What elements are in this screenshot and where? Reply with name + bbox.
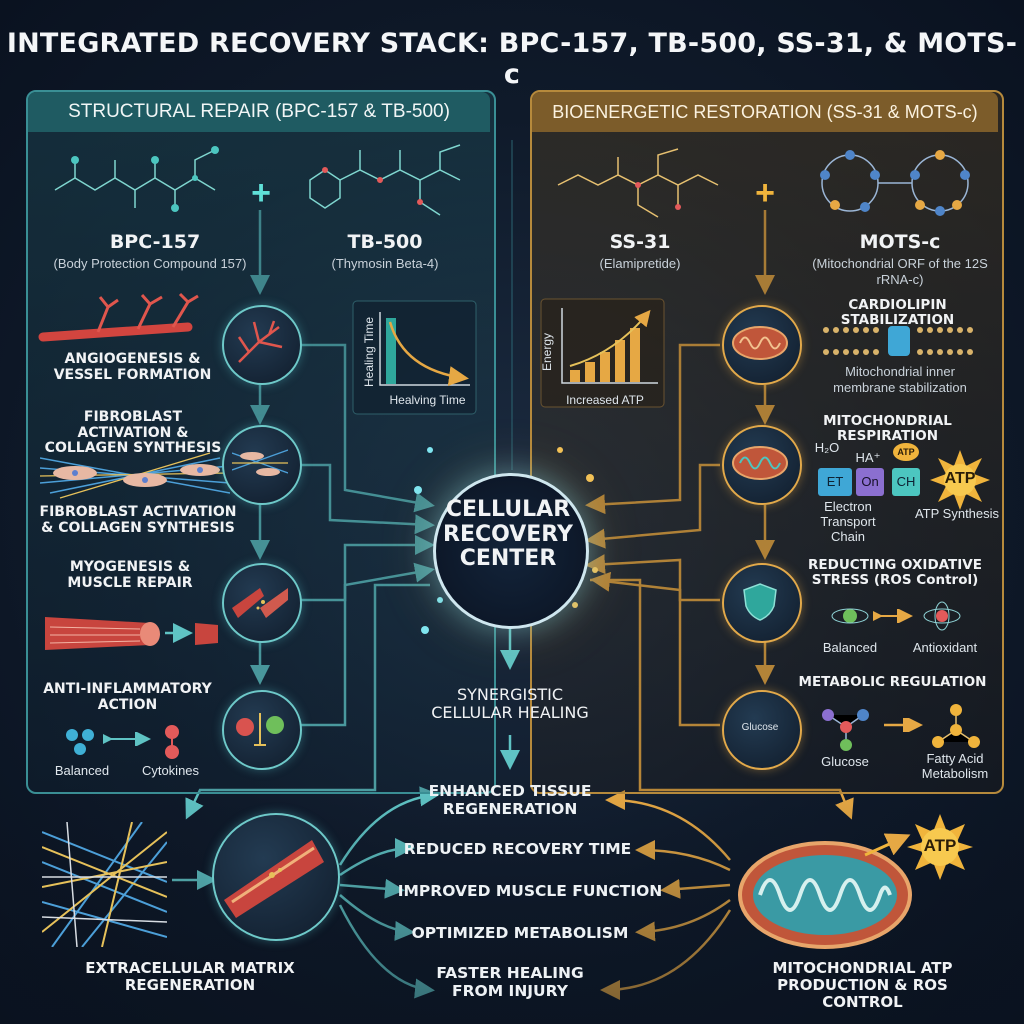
page-title: INTEGRATED RECOVERY STACK: BPC-157, TB-5… <box>6 28 1018 90</box>
large-mitochondrion-icon <box>738 833 912 949</box>
motsc-name: MOTS-c <box>859 231 941 253</box>
bpc157-desc: (Body Protection Compound 157) <box>53 256 247 271</box>
atp-sun-icon <box>930 450 990 510</box>
tb500-name: TB-500 <box>347 231 423 253</box>
angiogenesis-label: ANGIOGENESIS & VESSEL FORMATION <box>53 351 212 383</box>
healing-time-chart <box>352 300 477 415</box>
outcome-reduced-recovery: REDUCED RECOVERY TIME <box>403 840 632 858</box>
center-label: CELLULAR RECOVERY CENTER <box>443 497 573 572</box>
shield-icon <box>743 583 777 621</box>
extracellular-matrix-icon <box>42 822 167 947</box>
bpc157-molecule-icon <box>54 146 219 212</box>
cardiolipin-desc: Mitochondrial inner membrane stabilizati… <box>833 364 967 395</box>
cardiolipin-title: CARDIOLIPIN STABILIZATION <box>840 297 955 329</box>
atp-label: ATP <box>944 470 976 487</box>
anti-inflammatory-circle <box>222 690 302 770</box>
ss31-name: SS-31 <box>609 231 671 253</box>
sparkle-icon <box>414 447 598 634</box>
angiogenesis-circle <box>222 305 302 385</box>
atp-burst-label: ATP <box>923 836 957 855</box>
atp-synthesis-label: ATP Synthesis <box>914 506 1000 521</box>
collagen-fibers-icon <box>232 449 288 476</box>
etc-box-et: ET <box>818 468 852 496</box>
energy-chart-ylabel: Energy <box>540 332 554 372</box>
tb500-desc: (Thymosin Beta-4) <box>331 256 439 271</box>
glucose-label: Glucose <box>821 754 869 769</box>
ecm-label: EXTRACELLULAR MATRIX REGENERATION <box>85 959 295 994</box>
myogenesis-label: MYOGENESIS & MUSCLE REPAIR <box>67 559 193 591</box>
motsc-desc: (Mitochondrial ORF of the 12S rRNA-c) <box>812 256 988 287</box>
healing-chart-ylabel: Healing Time <box>362 316 376 388</box>
cellular-recovery-center <box>433 473 589 629</box>
mitochondrial-atp-label: MITOCHONDRIAL ATP PRODUCTION & ROS CONTR… <box>772 959 953 1011</box>
metabolic-title: METABOLIC REGULATION <box>798 674 987 690</box>
ros-title: REDUCTING OXIDATIVE STRESS (ROS Control) <box>808 557 982 589</box>
structural-repair-heading: STRUCTURAL REPAIR (BPC-157 & TB-500) <box>28 92 490 132</box>
atp-small-badge: ATP <box>893 443 919 461</box>
cytokine-molecule-icon <box>165 725 179 759</box>
outcome-faster-healing: FASTER HEALING FROM INJURY <box>436 964 584 1000</box>
h2o-label: H₂O <box>814 440 840 455</box>
balanced-label-left: Balanced <box>54 763 110 778</box>
tissue-repair-icon <box>224 840 324 918</box>
plus-icon-gold: + <box>755 174 775 212</box>
energy-chart-xlabel: Increased ATP <box>566 393 644 407</box>
membrane-icon <box>823 326 973 356</box>
antioxidant-label: Antioxidant <box>912 640 978 655</box>
healing-chart-xlabel: Healving Time <box>389 393 466 407</box>
etc-box-ch: CH <box>892 468 920 496</box>
fibroblast-label-2: FIBROBLAST ACTIVATION & COLLAGEN SYNTHES… <box>39 504 237 536</box>
capillary-icon <box>237 320 283 363</box>
balanced-molecule-icon <box>66 729 94 755</box>
double-arrow-icon <box>103 732 151 746</box>
synergy-label: SYNERGISTIC CELLULAR HEALING <box>431 685 589 722</box>
mitochondrion-respiration-icon <box>732 446 788 480</box>
bioenergetic-heading: BIOENERGETIC RESTORATION (SS-31 & MOTS-c… <box>532 92 998 132</box>
ros-balanced-label: Balanced <box>822 640 878 655</box>
antioxidant-atom-icon <box>923 601 961 631</box>
glucose-icon-label: Glucose <box>741 722 779 733</box>
atp-burst-icon <box>907 814 973 880</box>
energy-chart <box>540 298 665 408</box>
anti-inflammatory-label: ANTI-INFLAMMATORY ACTION <box>43 681 212 713</box>
muscle-fiber-icon <box>45 617 218 650</box>
tb500-molecule-icon <box>309 144 461 216</box>
ss31-molecule-icon <box>557 148 719 218</box>
fibroblast-circle <box>222 425 302 505</box>
outcome-optimized-metabolism: OPTIMIZED METABOLISM <box>411 924 629 942</box>
etc-box-on: On <box>856 468 884 496</box>
etc-label: Electron Transport Chain <box>820 499 876 544</box>
outcome-muscle-function: IMPROVED MUSCLE FUNCTION <box>397 882 663 900</box>
respiration-title: MITOCHONDRIAL RESPIRATION <box>823 413 952 445</box>
metabolic-circle <box>722 690 802 770</box>
metabolic-arrow-icon <box>884 718 923 732</box>
cytokines-label: Cytokines <box>141 763 200 778</box>
immune-cells-icon <box>236 713 284 746</box>
motsc-molecule-icon <box>820 150 970 216</box>
plus-icon: + <box>251 174 271 212</box>
outcome-tissue-regeneration: ENHANCED TISSUE REGENERATION <box>428 782 592 818</box>
center-glow-dots <box>400 420 620 660</box>
fibroblast-cells-icon <box>40 452 230 499</box>
bpc157-name: BPC-157 <box>109 231 201 253</box>
mitochondrion-icon <box>732 326 788 360</box>
fibroblast-label-1: FIBROBLAST ACTIVATION & COLLAGEN SYNTHES… <box>44 409 222 457</box>
glucose-molecule-icon <box>822 709 869 751</box>
fatty-acid-label: Fatty Acid Metabolism <box>921 751 989 781</box>
fatty-acid-molecule-icon <box>932 704 980 748</box>
blood-vessel-icon <box>38 292 199 342</box>
balanced-atom-icon <box>831 608 869 624</box>
ss31-desc: (Elamipretide) <box>599 256 681 271</box>
muscle-repair-icon <box>232 588 288 618</box>
ha-label: HA⁺ <box>855 450 881 465</box>
ros-double-arrow-icon <box>873 609 913 623</box>
